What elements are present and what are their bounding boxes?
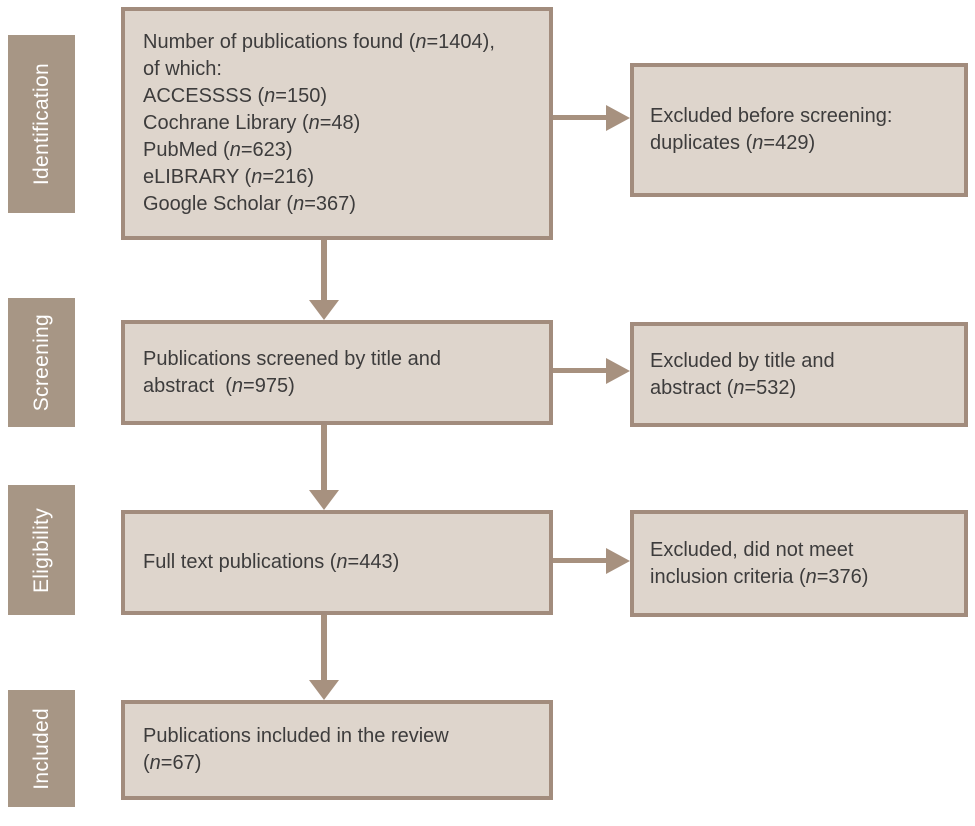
box-text: Excluded, did not meet inclusion criteria… xyxy=(650,537,950,591)
text-line: of which: xyxy=(143,58,222,80)
text-line: abstract (n=532) xyxy=(650,376,797,399)
included-box: Publications included in the review (n=67… xyxy=(121,700,553,800)
text-line: Excluded by title and xyxy=(650,349,835,372)
text-line: Number of publications found (n=1404), xyxy=(143,31,495,53)
excluded-title-abstract-box: Excluded by title and abstract (n=532) xyxy=(630,322,968,427)
arrow-shaft xyxy=(321,240,327,301)
identification-records-box: Number of publications found (n=1404), of… xyxy=(121,7,553,240)
box-text: Excluded before screening: duplicates (n=… xyxy=(650,103,950,157)
excluded-duplicates-box: Excluded before screening: duplicates (n=… xyxy=(630,63,968,197)
text-line: (n=67) xyxy=(143,752,202,774)
text-line: Publications included in the review xyxy=(143,725,449,747)
text-line: Excluded, did not meet xyxy=(650,538,854,561)
text-line: Google Scholar (n=367) xyxy=(143,193,356,215)
arrow-head-icon xyxy=(309,300,339,320)
text-line: duplicates (n=429) xyxy=(650,132,816,154)
stage-label-text: Eligibility xyxy=(29,507,53,593)
stage-label-identification: Identification xyxy=(8,35,75,213)
down-arrow-eligibility-to-included xyxy=(309,615,339,700)
stage-label-screening: Screening xyxy=(8,298,75,427)
arrow-shaft xyxy=(321,615,327,681)
text-line: inclusion criteria (n=376) xyxy=(650,565,869,588)
text-line: eLIBRARY (n=216) xyxy=(143,166,315,188)
stage-label-text: Included xyxy=(29,707,53,790)
box-text: Excluded by title and abstract (n=532) xyxy=(650,348,950,402)
arrow-shaft xyxy=(321,425,327,491)
text-line: Full text publications (n=443) xyxy=(143,551,400,573)
box-text: Full text publications (n=443) xyxy=(143,549,535,576)
arrow-head-icon xyxy=(309,490,339,510)
box-text: Publications included in the review (n=67… xyxy=(143,723,535,777)
arrow-head-icon xyxy=(309,680,339,700)
stage-label-included: Included xyxy=(8,690,75,807)
screening-box: Publications screened by title and abstra… xyxy=(121,320,553,425)
box-text: Publications screened by title and abstra… xyxy=(143,346,535,400)
excluded-criteria-box: Excluded, did not meet inclusion criteria… xyxy=(630,510,968,617)
right-arrow-eligibility-to-excluded xyxy=(553,548,630,574)
text-line: Cochrane Library (n=48) xyxy=(143,112,361,134)
stage-label-text: Screening xyxy=(29,313,53,412)
arrow-head-icon xyxy=(606,105,630,131)
right-arrow-identification-to-excluded xyxy=(553,105,630,131)
arrow-shaft xyxy=(553,558,609,563)
stage-label-text: Identification xyxy=(29,62,53,186)
text-line: PubMed (n=623) xyxy=(143,139,293,161)
text-line: abstract (n=975) xyxy=(143,374,295,397)
arrow-head-icon xyxy=(606,548,630,574)
box-text: Number of publications found (n=1404), of… xyxy=(143,29,535,218)
arrow-head-icon xyxy=(606,358,630,384)
eligibility-box: Full text publications (n=443) xyxy=(121,510,553,615)
text-line: ACCESSSS (n=150) xyxy=(143,85,327,107)
arrow-shaft xyxy=(553,115,609,120)
stage-label-eligibility: Eligibility xyxy=(8,485,75,615)
arrow-shaft xyxy=(553,368,609,373)
text-line: Excluded before screening: xyxy=(650,105,893,127)
text-line: Publications screened by title and xyxy=(143,347,441,370)
down-arrow-identification-to-screening xyxy=(309,240,339,320)
down-arrow-screening-to-eligibility xyxy=(309,425,339,510)
right-arrow-screening-to-excluded xyxy=(553,358,630,384)
